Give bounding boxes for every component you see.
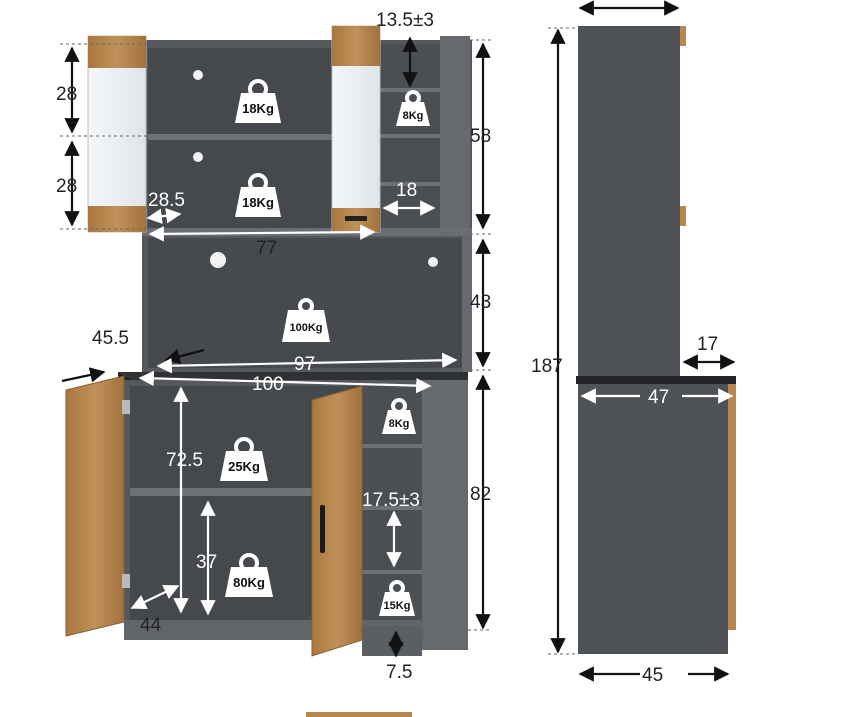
- upper-side-shelf: [380, 182, 440, 186]
- side-counter-top: [576, 376, 736, 384]
- dim-side-width-upper: 18: [396, 180, 417, 201]
- weight-icon: [220, 451, 268, 481]
- dim-shelf-gap-top: 13.5±3: [376, 10, 434, 31]
- side-lower-body: [578, 384, 728, 654]
- dim-counter-depth: 45.5: [92, 328, 129, 349]
- weight-badge: 15Kg: [379, 580, 415, 616]
- lower-side-shelf: [362, 570, 422, 574]
- weight-badge: 8Kg: [382, 398, 416, 434]
- lower-side-shelf: [362, 506, 422, 510]
- cable-hole: [428, 257, 438, 267]
- weight-label: 18Kg: [242, 101, 274, 116]
- weight-label: 8Kg: [389, 418, 410, 430]
- weight-icon: [235, 93, 281, 123]
- wood-door-right: [311, 385, 363, 657]
- glass-door-left: [87, 35, 147, 233]
- weight-badge: 8Kg: [396, 90, 430, 126]
- cable-hole: [210, 252, 226, 268]
- upper-shelf: [148, 134, 380, 140]
- weight-label: 80Kg: [233, 575, 265, 590]
- middle-section-interior: [148, 238, 462, 368]
- dim-side-counter-depth: 47: [648, 387, 669, 408]
- dim-middle-width: 97: [294, 354, 315, 375]
- lower-right-panel: [422, 380, 468, 650]
- dim-upper-height: 58: [470, 126, 491, 147]
- front-dimension-labels: 28 28 13.5±3 58 28.5 18 77 43 45.5 97 10…: [56, 10, 491, 683]
- weight-label: 15Kg: [384, 600, 411, 612]
- lower-shelf: [130, 488, 362, 496]
- weight-label: 25Kg: [228, 459, 260, 474]
- middle-right-panel: [462, 236, 472, 372]
- dim-glass-upper: 28: [56, 84, 77, 105]
- weight-icon: [225, 567, 273, 597]
- weight-icon: [282, 310, 330, 342]
- glass-door-right-top-frame: [332, 26, 380, 66]
- weight-icon: [396, 102, 430, 126]
- weight-badge: 80Kg: [225, 553, 273, 597]
- weight-icon: [379, 592, 415, 616]
- bottom-accent-bar: [306, 712, 412, 717]
- door-handle: [320, 505, 325, 553]
- dim-upper-depth: 17: [697, 334, 718, 355]
- drawer-handle: [345, 216, 367, 221]
- dim-lower-inner-height: 72.5: [166, 450, 203, 471]
- dim-lower-height: 82: [470, 484, 491, 505]
- dim-shelf-height-lower: 37: [196, 552, 217, 573]
- dim-counter-width: 100: [252, 374, 284, 395]
- dim-middle-height: 43: [470, 292, 491, 313]
- hinge: [122, 400, 130, 414]
- weight-icon: [235, 187, 281, 217]
- dim-glass-depth: 28.5: [148, 190, 185, 211]
- weight-label: 8Kg: [403, 110, 424, 122]
- dim-base-depth: 45: [642, 665, 663, 686]
- weight-label: 18Kg: [242, 195, 274, 210]
- hinge: [122, 574, 130, 588]
- wood-door-left: [65, 375, 125, 637]
- dim-foot-height: 7.5: [386, 662, 412, 683]
- upper-side-shelf: [380, 88, 440, 92]
- dim-total-height: 187: [531, 356, 563, 377]
- cable-hole: [193, 70, 203, 80]
- weight-icon: [382, 410, 416, 434]
- upper-side-shelf: [380, 134, 440, 138]
- cable-hole: [193, 152, 203, 162]
- side-upper-body: [578, 26, 680, 376]
- side-dimension-lines: [548, 0, 736, 682]
- side-dimension-labels: 187 17 47 45: [531, 334, 718, 686]
- upper-right-panel: [440, 36, 470, 232]
- lower-side-shelf: [362, 444, 422, 448]
- weight-badge: 18Kg: [235, 173, 281, 217]
- weight-badges: 18Kg 18Kg 8Kg 100Kg 8Kg 25Kg 80Kg 15Kg: [220, 79, 430, 616]
- side-upper-edge: [680, 26, 686, 46]
- glass-door-left-top-frame: [88, 36, 146, 68]
- weight-badge: 100Kg: [282, 298, 330, 342]
- side-lower-door-edge: [728, 384, 736, 630]
- weight-badge: 18Kg: [235, 79, 281, 123]
- dim-glass-lower: 28: [56, 176, 77, 197]
- side-upper-edge: [680, 206, 686, 226]
- weight-label: 100Kg: [289, 322, 322, 334]
- dim-side-gap-lower: 17.5±3: [362, 490, 420, 511]
- glass-door-left-bottom-frame: [88, 206, 146, 232]
- lower-plinth-side: [362, 626, 422, 656]
- dim-lower-depth: 44: [140, 615, 162, 636]
- side-view-cabinet: [576, 26, 736, 654]
- weight-badge: 25Kg: [220, 437, 268, 481]
- dim-upper-width: 77: [256, 238, 277, 259]
- front-dimension-lines: [60, 36, 492, 658]
